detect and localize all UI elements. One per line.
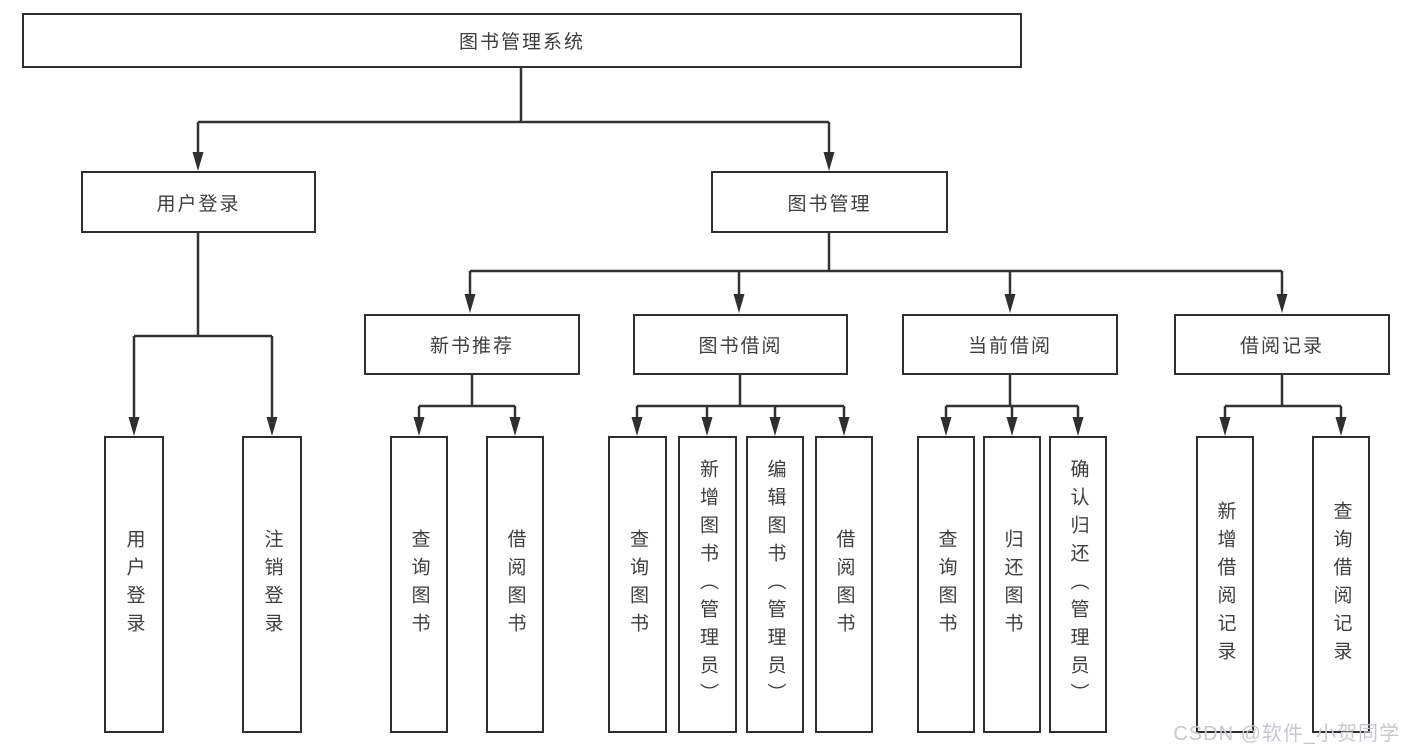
leaf-borrow-books-borrowing: 借阅图书 — [815, 436, 873, 733]
leaf-return-books: 归还图书 — [983, 436, 1041, 733]
node-book-borrowing: 图书借阅 — [633, 314, 848, 375]
leaf-add-book-admin: 新增图书（管理员） — [678, 436, 737, 733]
node-library-management-system: 图书管理系统 — [22, 13, 1022, 68]
leaf-query-books-current: 查询图书 — [917, 436, 975, 733]
connector-borrow-records-to-leaves — [1219, 375, 1347, 436]
leaf-logout: 注销登录 — [242, 436, 302, 733]
leaf-edit-book-admin: 编辑图书（管理员） — [746, 436, 804, 733]
connector-root-to-level2 — [192, 68, 835, 171]
node-new-book-recommend: 新书推荐 — [364, 314, 580, 375]
leaf-add-borrow-record: 新增借阅记录 — [1196, 436, 1254, 733]
leaf-borrow-books-recommend: 借阅图书 — [486, 436, 544, 733]
connector-book-management-to-level3 — [464, 233, 1288, 313]
connector-current-borrowing-to-leaves — [940, 375, 1084, 436]
connector-book-borrowing-to-leaves — [631, 375, 850, 436]
leaf-query-books-borrowing: 查询图书 — [608, 436, 667, 733]
node-borrowing-records: 借阅记录 — [1174, 314, 1390, 375]
leaf-query-borrow-record: 查询借阅记录 — [1312, 436, 1370, 733]
node-user-login: 用户登录 — [81, 171, 316, 233]
connector-user-login-to-leaves — [128, 233, 278, 436]
leaf-query-books-recommend: 查询图书 — [390, 436, 448, 733]
leaf-user-login: 用户登录 — [104, 436, 164, 733]
node-book-management: 图书管理 — [711, 171, 948, 233]
node-current-borrowing: 当前借阅 — [902, 314, 1118, 375]
connector-new-book-to-leaves — [413, 375, 521, 436]
leaf-confirm-return-admin: 确认归还（管理员） — [1049, 436, 1107, 733]
watermark-text: CSDN @软件_小贺同学 — [1173, 723, 1400, 745]
